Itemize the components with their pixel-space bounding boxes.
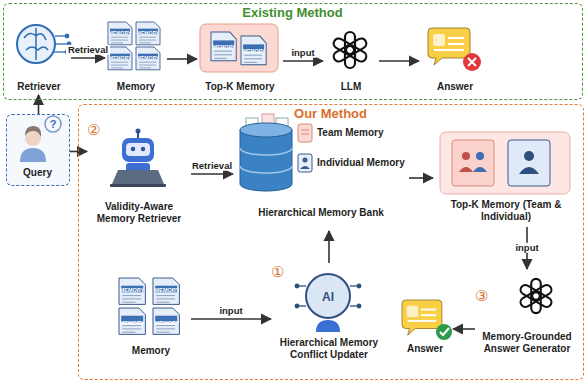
node-label: Individual Memory: [317, 157, 409, 169]
arrow-connector: [167, 58, 197, 60]
icon-text: MEMORY: [137, 56, 159, 61]
method-panel: Our Method② Validity-Aware Memory Retriev…: [78, 104, 584, 380]
node-label: Memory: [111, 345, 191, 357]
node-label: Our Method: [79, 107, 582, 122]
node-label: Hierarchical Memory Conflict Updater: [271, 337, 387, 360]
icon-text: MEMORY: [120, 321, 145, 327]
icon-text: MEMORY: [155, 321, 180, 327]
edge-label: Retrieval: [190, 161, 234, 171]
icon-node: Answer: [419, 25, 491, 97]
icon-node: Retriever: [7, 21, 71, 95]
edge-label: Retrieval: [66, 45, 110, 55]
callout-number: ①: [271, 263, 291, 280]
icon-text: MEMORY: [137, 31, 159, 36]
node-label: Memory: [105, 81, 167, 93]
icon-node: ③ Memory-Grounded Answer Generator: [475, 269, 579, 369]
node-label: Team Memory: [317, 127, 409, 139]
node-label: Hierarchical Memory Bank: [233, 207, 409, 219]
icon-text: MEMORY: [213, 45, 235, 50]
icon-text: MEMORY: [109, 31, 131, 36]
arrow-connector: [379, 60, 419, 62]
node-label: Top-K Memory (Team & Individual): [433, 199, 579, 222]
edge-label: input: [289, 48, 316, 58]
arrow-connector: [191, 173, 233, 175]
node-label: LLM: [323, 81, 379, 93]
arrow-connector: [453, 328, 475, 330]
node-label: Top-K Memory: [197, 81, 283, 93]
node-label: Answer: [397, 343, 453, 355]
node-label: Existing Method: [4, 6, 581, 21]
arrow-connector: [38, 95, 40, 114]
node-label: Validity-Aware Memory Retriever: [87, 201, 191, 224]
icon-text: MEMORY: [109, 56, 131, 61]
icon-node: Answer: [397, 297, 453, 361]
arrow-connector: [409, 177, 433, 179]
node-label: Query: [7, 167, 68, 179]
icon-node: Top-K Memory (Team & Individual): [433, 129, 579, 227]
callout-number: ③: [475, 287, 495, 304]
query-box: Query: [6, 114, 70, 186]
icon-glyph: AI: [322, 291, 334, 303]
node-label: Answer: [419, 81, 491, 93]
arrow-connector: [191, 318, 271, 320]
icon-text: MEMORY: [155, 288, 180, 294]
icon-node: ② Validity-Aware Memory Retriever: [87, 117, 191, 239]
memory-bank: Team MemoryIndividual MemoryHierarchical…: [233, 111, 409, 231]
icon-glyph: ?: [50, 119, 57, 130]
node-label: Memory-Grounded Answer Generator: [475, 331, 579, 354]
icon-text: MEMORY: [243, 49, 265, 54]
arrow-connector: [328, 231, 330, 263]
node-label: Retriever: [7, 81, 71, 93]
icon-node: ① Hierarchical Memory Conflict Updater: [271, 263, 387, 371]
edge-label: input: [513, 243, 540, 253]
icon-node: LLM: [323, 25, 379, 97]
callout-number: ②: [87, 121, 107, 138]
arrow-connector: [71, 57, 105, 59]
edge-label: input: [217, 306, 244, 316]
icon-node: Memory: [111, 273, 191, 365]
icon-text: MEMORY: [120, 288, 145, 294]
arrow-connector: [283, 60, 323, 62]
icon-node: Top-K Memory: [197, 19, 283, 99]
